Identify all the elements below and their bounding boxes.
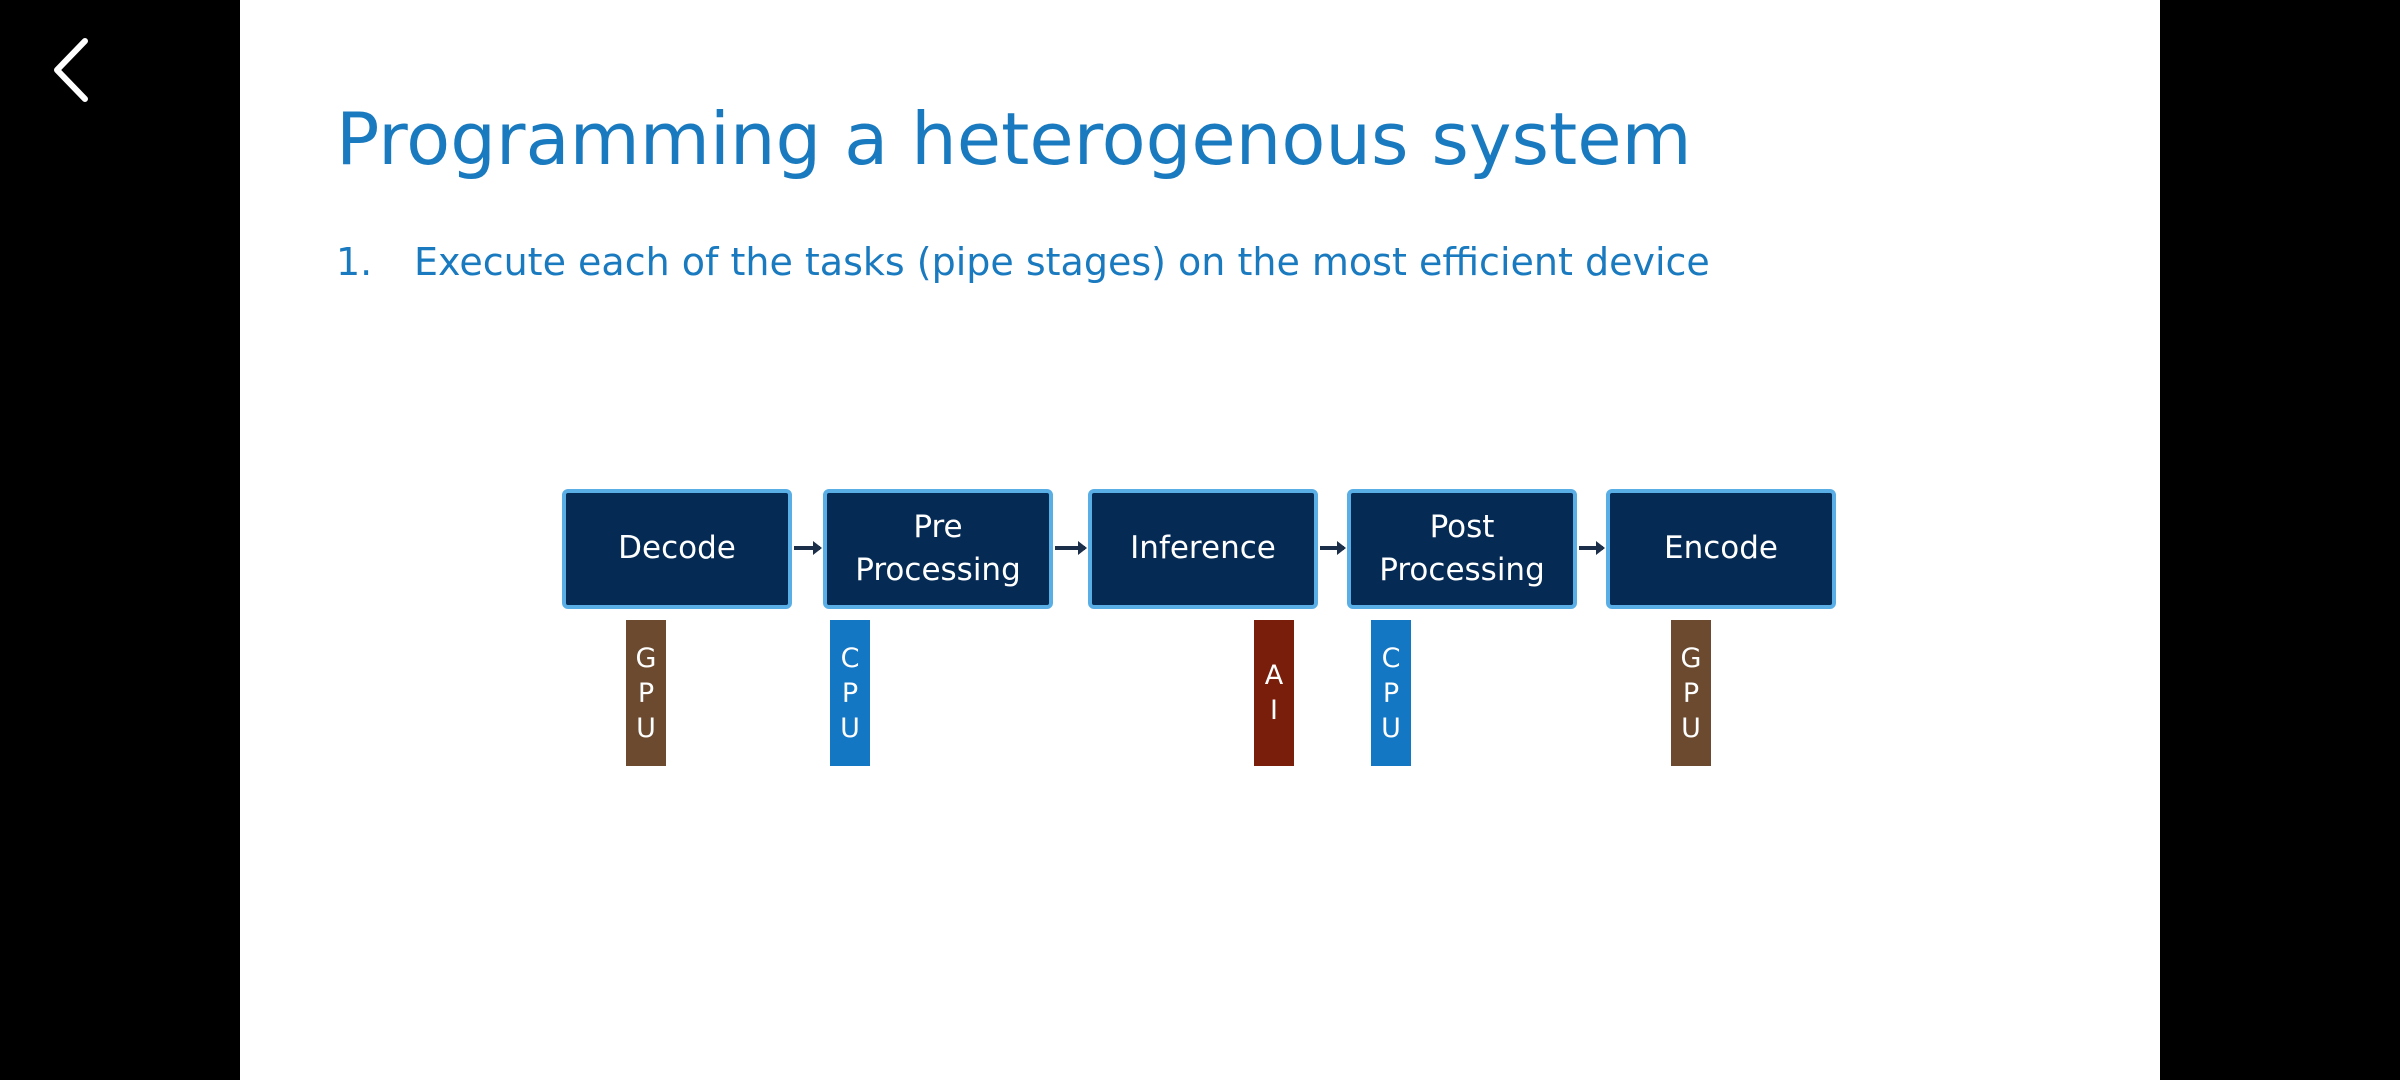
device-letter: P (637, 677, 655, 709)
stage-label: Encode (1664, 530, 1778, 567)
device-letter: U (1681, 712, 1701, 744)
device-letter: G (1680, 642, 1702, 674)
stage-encode: Encode (1606, 489, 1836, 609)
device-letter: A (1264, 660, 1284, 691)
stage-pre-processing: Pre Processing (823, 489, 1053, 609)
pipeline-arrow (1055, 541, 1087, 555)
device-tag-cpu: C P U (1371, 620, 1411, 766)
device-letter: I (1270, 695, 1278, 726)
device-letter: C (1381, 642, 1401, 674)
bullet-text: Execute each of the tasks (pipe stages) … (414, 240, 1710, 284)
device-letter: U (1381, 712, 1401, 744)
device-letter: G (635, 642, 657, 674)
stage-label: Inference (1130, 530, 1276, 567)
stage-post-processing: Post Processing (1347, 489, 1577, 609)
slide-title: Programming a heterogenous system (336, 97, 1692, 181)
device-tag-cpu: C P U (830, 620, 870, 766)
stage-label: Post Processing (1379, 508, 1545, 588)
device-letter: U (840, 712, 860, 744)
device-tag-ai: A I (1254, 620, 1294, 766)
device-letter: C (840, 642, 860, 674)
device-tag-gpu: G P U (626, 620, 666, 766)
pipeline-arrow (794, 541, 822, 555)
pipeline-arrow (1320, 541, 1346, 555)
stage-label: Decode (618, 530, 736, 567)
stage-inference: Inference (1088, 489, 1318, 609)
bullet-item: 1. Execute each of the tasks (pipe stage… (336, 240, 1710, 286)
device-letter: U (636, 712, 656, 744)
device-letter: P (841, 677, 859, 709)
presentation-slide: Programming a heterogenous system 1. Exe… (240, 0, 2160, 1080)
back-button[interactable] (36, 30, 108, 110)
device-letter: P (1382, 677, 1400, 709)
device-tag-gpu: G P U (1671, 620, 1711, 766)
pipeline-arrow (1579, 541, 1605, 555)
chevron-left-icon (54, 38, 88, 102)
device-letter: P (1682, 677, 1700, 709)
stage-label: Pre Processing (855, 508, 1021, 588)
bullet-number: 1. (336, 240, 373, 284)
stage-decode: Decode (562, 489, 792, 609)
